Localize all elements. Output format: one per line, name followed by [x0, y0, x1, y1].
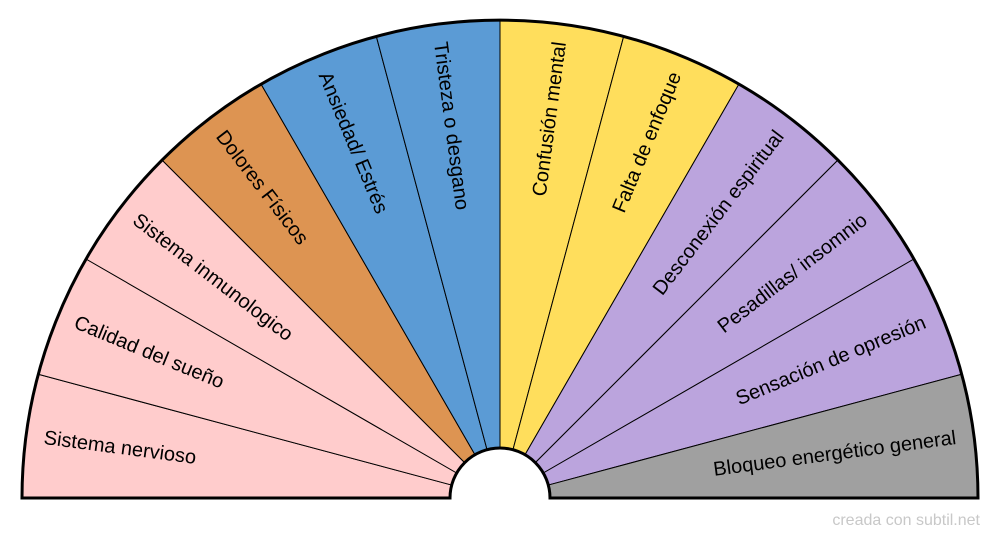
- sectors-group: [21, 19, 979, 499]
- fan-outline: [20, 18, 980, 500]
- watermark: creada con subtil.net: [832, 512, 980, 529]
